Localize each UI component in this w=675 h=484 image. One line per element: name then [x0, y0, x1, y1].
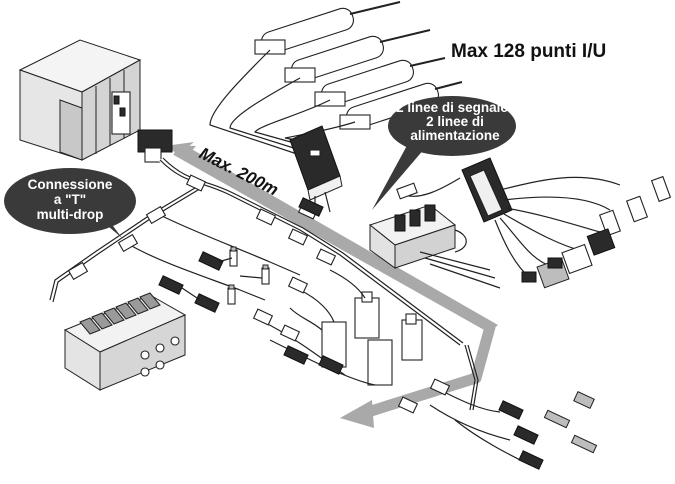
- plc-controller: [20, 40, 172, 162]
- callout-t-line3: multi-drop: [37, 207, 104, 222]
- diagram-title: Max 128 punti I/U: [451, 41, 606, 62]
- callout-t-line1: Connessione: [28, 177, 113, 192]
- proximity-sensors: [399, 345, 597, 469]
- io-hub: [290, 126, 342, 215]
- callout-t-line2: a "T": [54, 192, 86, 207]
- valve-manifold: [65, 293, 185, 390]
- callout-signal-line1: 2 linee di segnale: [396, 100, 508, 115]
- right-sensors: [522, 177, 670, 288]
- actuator-units: [254, 270, 422, 385]
- callout-signal-line2: 2 linee di: [426, 114, 484, 129]
- callout-signal-line3: alimentazione: [410, 128, 500, 143]
- small-sensors: [159, 247, 269, 312]
- callout-t-connection: Connessione a "T" multi-drop: [4, 168, 136, 238]
